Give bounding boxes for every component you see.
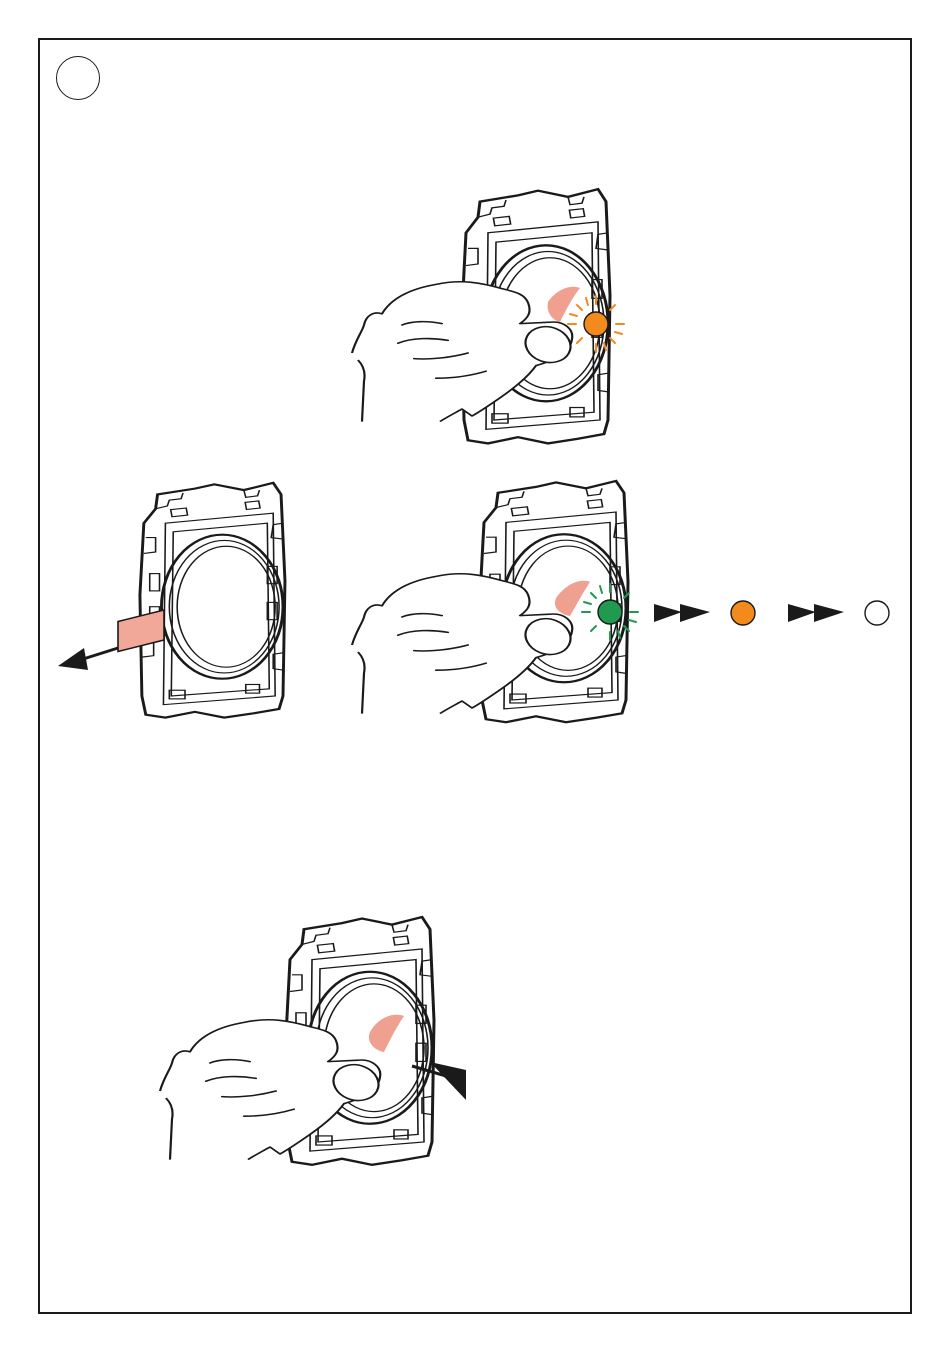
led-orange-blinking-icon: [568, 296, 624, 352]
led-green-blinking-icon: [582, 584, 638, 640]
step-pull-tab: [58, 483, 285, 718]
step-press-hold-orange: [352, 189, 624, 443]
double-arrow-icon: [654, 604, 710, 622]
pull-left-arrow-icon: [58, 648, 118, 670]
step-press-edge: [160, 917, 466, 1165]
led-off-icon: [865, 601, 889, 625]
led-orange-icon: [731, 601, 755, 625]
step-press-hold-sequence: [352, 481, 889, 722]
double-arrow-icon: [788, 604, 844, 622]
